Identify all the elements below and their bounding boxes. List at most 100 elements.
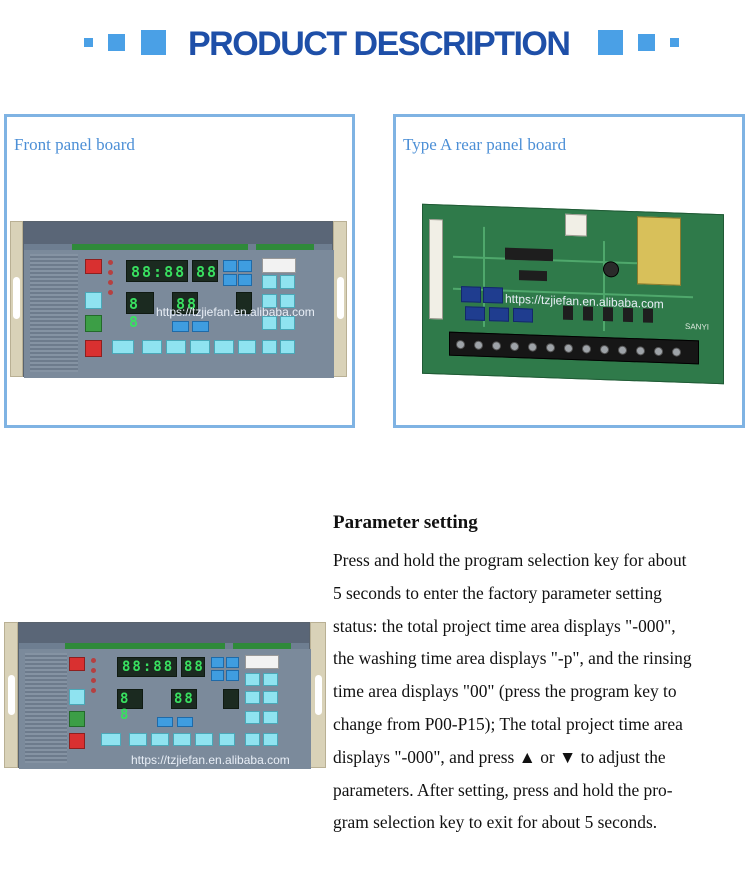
relay — [483, 286, 503, 304]
mounting-bracket-left — [4, 622, 18, 768]
header-decor-square — [598, 30, 623, 55]
func-key — [280, 316, 295, 330]
manual-key — [262, 258, 296, 273]
relay — [461, 286, 481, 303]
mounting-bracket-left — [10, 221, 23, 377]
usb-connector — [565, 213, 587, 237]
power-key — [85, 259, 102, 274]
power-key — [69, 657, 85, 671]
total-time-display: 88:88 — [126, 260, 188, 282]
func-key — [263, 691, 278, 704]
mini-display — [236, 292, 252, 314]
func-key — [142, 340, 162, 354]
body-line: time area displays "00" (press the progr… — [333, 681, 677, 702]
header-decor-square — [638, 34, 655, 51]
func-key — [263, 711, 278, 724]
func-key — [262, 316, 277, 330]
body-line: 5 seconds to enter the factory parameter… — [333, 582, 662, 603]
rear-panel-label: Type A rear panel board — [403, 135, 567, 154]
down-key-right — [238, 274, 252, 286]
start-key — [85, 315, 102, 332]
pcb-label: SANYI — [685, 321, 710, 332]
short-display: 88 — [192, 260, 218, 282]
header-decor-square — [108, 34, 125, 51]
tri-down-key — [177, 717, 193, 727]
func-key — [219, 733, 235, 746]
func-key — [173, 733, 191, 746]
vent-stripes — [30, 254, 78, 372]
front-control-board: 88:88 88 8 8 88 — [23, 221, 334, 378]
body-line: parameters. After setting, press and hol… — [333, 779, 673, 800]
stop-key — [85, 340, 102, 357]
up-key-left — [211, 657, 224, 668]
func-key — [190, 340, 210, 354]
header-decor-square — [84, 38, 93, 47]
func-key — [101, 733, 121, 746]
tri-up-key — [172, 321, 189, 332]
manual-key — [245, 655, 279, 669]
rinse-display: 88 — [171, 689, 197, 709]
vent-stripes — [25, 653, 67, 763]
func-key — [262, 275, 277, 289]
func-key — [280, 275, 295, 289]
relay — [513, 307, 533, 323]
tri-up-key — [157, 717, 173, 727]
func-key — [262, 340, 277, 354]
func-key — [166, 340, 186, 354]
func-key — [245, 733, 260, 746]
body-line: change from P00-P15); The total project … — [333, 713, 683, 734]
func-key — [195, 733, 213, 746]
down-key-right — [226, 670, 239, 681]
start-key — [69, 711, 85, 727]
func-key — [245, 711, 260, 724]
down-key-left — [211, 670, 224, 681]
relay — [465, 306, 485, 321]
mounting-bracket-right — [310, 622, 326, 768]
front-panel-label: Front panel board — [14, 135, 135, 154]
tri-down-key — [192, 321, 209, 332]
header-decor-square — [141, 30, 166, 55]
transformer — [637, 216, 681, 286]
short-display: 88 — [181, 657, 205, 677]
func-key — [262, 294, 277, 308]
body-line: Press and hold the program selection key… — [333, 550, 687, 570]
lower-board-image: 88:88 88 8 8 88 — [4, 622, 326, 769]
rinse-display: 88 — [172, 292, 198, 314]
relay — [489, 307, 509, 322]
stop-key — [69, 733, 85, 749]
terminal-block — [449, 331, 699, 365]
mini-display — [223, 689, 239, 709]
func-key — [280, 340, 295, 354]
wash-display: 8 8 — [126, 292, 154, 331]
connector-strip — [429, 218, 443, 320]
func-key — [112, 340, 134, 354]
up-key-right — [238, 260, 252, 272]
program-key — [85, 292, 102, 309]
total-time-display: 88:88 — [117, 657, 177, 677]
rear-pcb-board: SANYI https://tzjiefan.en.alibaba.com — [422, 203, 724, 385]
func-key — [263, 733, 278, 746]
parameter-setting-body: Press and hold the program selection key… — [333, 544, 745, 839]
body-line: gram selection key to exit for about 5 s… — [333, 812, 658, 833]
func-key — [263, 673, 278, 686]
mounting-bracket-right — [333, 221, 347, 377]
watermark: https://tzjiefan.en.alibaba.com — [156, 305, 315, 319]
ic-chip — [505, 247, 553, 262]
ic-chip — [519, 270, 547, 282]
front-panel-frame: Front panel board 88:88 88 8 8 — [4, 114, 355, 428]
up-key-right — [226, 657, 239, 668]
body-line: displays "-000", and press ▲ or ▼ to adj… — [333, 746, 666, 767]
func-key — [214, 340, 234, 354]
body-line: status: the total project time area disp… — [333, 615, 676, 636]
func-key — [129, 733, 147, 746]
parameter-setting-title: Parameter setting — [333, 512, 478, 533]
capacitor — [603, 261, 619, 278]
section-header: PRODUCT DESCRIPTION — [0, 22, 750, 66]
func-key — [245, 673, 260, 686]
front-control-board: 88:88 88 8 8 88 — [18, 622, 311, 769]
watermark: https://tzjiefan.en.alibaba.com — [131, 753, 290, 767]
down-key-left — [223, 274, 237, 286]
func-key — [151, 733, 169, 746]
wash-display: 8 8 — [117, 689, 143, 723]
program-key — [69, 689, 85, 705]
